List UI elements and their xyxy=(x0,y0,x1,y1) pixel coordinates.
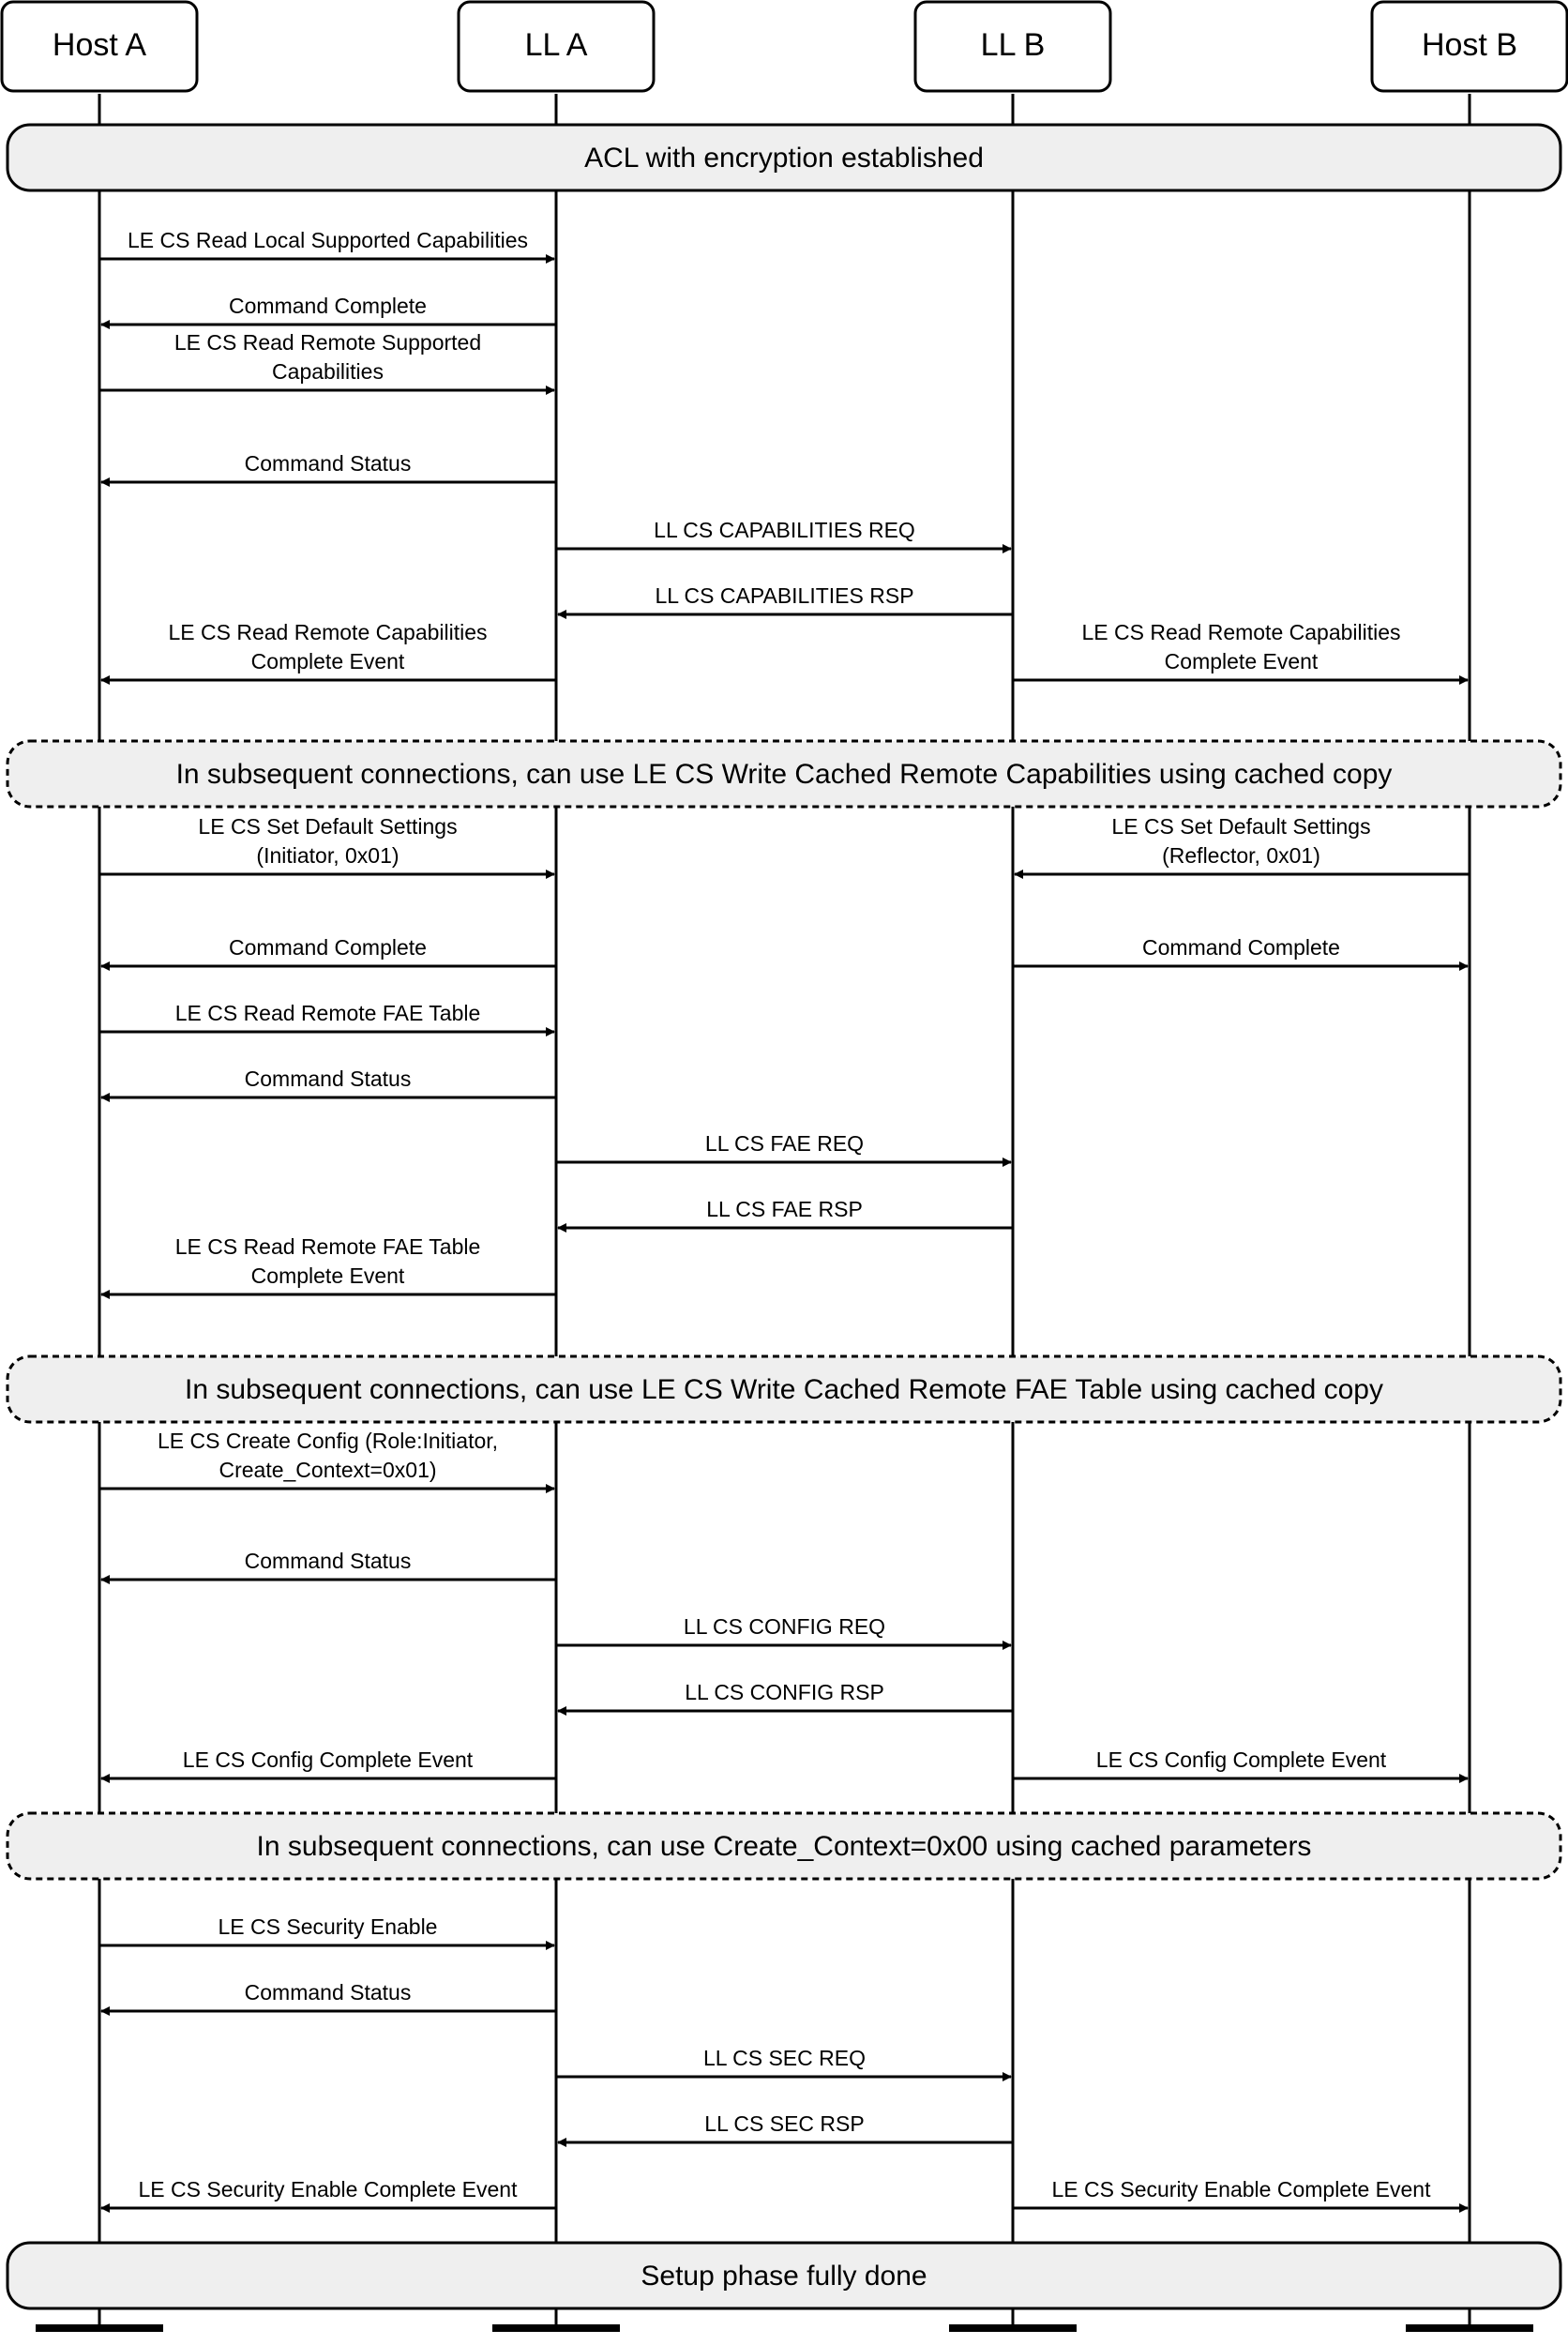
message-label: LE CS Read Remote Capabilities xyxy=(1081,620,1400,644)
actor-box xyxy=(0,0,199,93)
phase-note-text: ACL with encryption established xyxy=(584,143,984,174)
phase-note-text: In subsequent connections, can use LE CS… xyxy=(185,1374,1383,1405)
message-label: LE CS Set Default Settings xyxy=(1111,814,1370,839)
message-label: LE CS Read Remote FAE Table xyxy=(175,1001,481,1025)
phase-note xyxy=(6,1811,1562,1881)
actor-box xyxy=(457,0,656,93)
message-label: LL CS SEC RSP xyxy=(704,2111,864,2136)
phase-note xyxy=(6,123,1562,192)
message-label: Create_Context=0x01) xyxy=(219,1458,436,1482)
message-label: (Reflector, 0x01) xyxy=(1162,843,1320,868)
message-label: LL CS CONFIG RSP xyxy=(685,1680,884,1704)
message-label: LL CS FAE REQ xyxy=(705,1131,864,1156)
message-label: LE CS Security Enable Complete Event xyxy=(139,2177,519,2201)
message-label: Command Complete xyxy=(1142,935,1340,960)
actor-box xyxy=(1370,0,1568,93)
message-label: LE CS Read Remote FAE Table xyxy=(175,1234,481,1259)
message-label: LL CS FAE RSP xyxy=(706,1197,863,1221)
message-label: Complete Event xyxy=(1165,649,1319,673)
message-label: LE CS Read Local Supported Capabilities xyxy=(128,228,528,252)
message-label: LL CS CAPABILITIES REQ xyxy=(654,518,915,542)
actor-label: LL B xyxy=(981,27,1046,63)
phase-note xyxy=(6,739,1562,809)
message-label: Command Complete xyxy=(229,294,427,318)
message-label: LL CS CAPABILITIES RSP xyxy=(655,583,913,608)
message-label: Command Status xyxy=(245,1549,412,1573)
message-label: LE CS Create Config (Role:Initiator, xyxy=(158,1429,498,1453)
message-label: LL CS SEC REQ xyxy=(703,2046,866,2070)
message-label: LE CS Read Remote Capabilities xyxy=(168,620,487,644)
message-label: (Initiator, 0x01) xyxy=(256,843,399,868)
message-label: Complete Event xyxy=(251,1263,405,1288)
phase-note xyxy=(6,1354,1562,1424)
message-label: LE CS Config Complete Event xyxy=(183,1747,474,1772)
actor-box xyxy=(913,0,1112,93)
actor-label: LL A xyxy=(525,27,588,63)
phase-note-text: Setup phase fully done xyxy=(641,2261,927,2292)
message-label: LE CS Security Enable Complete Event xyxy=(1052,2177,1432,2201)
message-label: LE CS Read Remote Supported xyxy=(174,330,481,355)
message-label: Command Complete xyxy=(229,935,427,960)
phase-note-text: In subsequent connections, can use LE CS… xyxy=(176,759,1393,790)
message-label: Capabilities xyxy=(272,359,384,384)
phase-note-text: In subsequent connections, can use Creat… xyxy=(257,1831,1312,1862)
message-label: Complete Event xyxy=(251,649,405,673)
message-label: Command Status xyxy=(245,1067,412,1091)
message-label: LL CS CONFIG REQ xyxy=(684,1614,885,1639)
actor-label: Host B xyxy=(1422,27,1517,63)
message-label: LE CS Set Default Settings xyxy=(198,814,457,839)
message-label: LE CS Config Complete Event xyxy=(1096,1747,1387,1772)
message-label: LE CS Security Enable xyxy=(219,1914,438,1939)
message-label: Command Status xyxy=(245,1980,412,2005)
phase-note xyxy=(6,2241,1562,2310)
message-label: Command Status xyxy=(245,451,412,476)
actor-label: Host A xyxy=(53,27,146,63)
